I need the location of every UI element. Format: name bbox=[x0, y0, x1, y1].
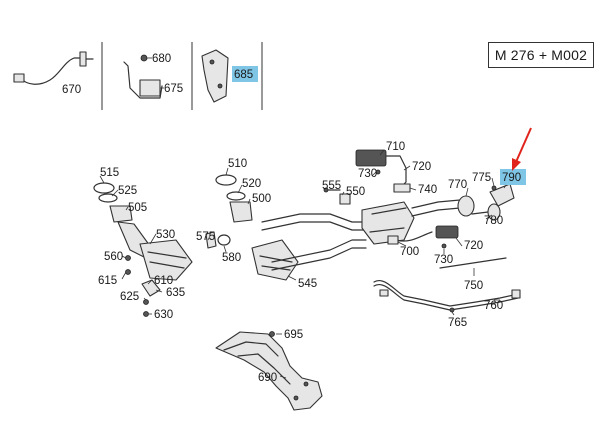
part-label-720-lower[interactable]: 720 bbox=[464, 240, 483, 252]
part-label-515[interactable]: 515 bbox=[100, 167, 119, 179]
leader-lines-top bbox=[371, 149, 417, 191]
part-label-670[interactable]: 670 bbox=[62, 84, 81, 96]
part-label-555[interactable]: 555 bbox=[322, 180, 341, 192]
part-label-780[interactable]: 780 bbox=[484, 215, 503, 227]
part-label-505[interactable]: 505 bbox=[128, 202, 147, 214]
part-label-690[interactable]: 690 bbox=[258, 372, 277, 384]
highlight-790 bbox=[500, 169, 526, 185]
part-label-700[interactable]: 700 bbox=[400, 246, 419, 258]
part-label-510[interactable]: 510 bbox=[228, 158, 247, 170]
inset-panel: 670 680 675 685 bbox=[13, 42, 263, 110]
bracket-assembly-675[interactable] bbox=[123, 54, 164, 99]
part-label-625[interactable]: 625 bbox=[120, 291, 139, 303]
part-label-720[interactable]: 720 bbox=[412, 161, 431, 173]
red-pointer-arrow bbox=[512, 127, 532, 171]
part-label-615[interactable]: 615 bbox=[98, 275, 117, 287]
sensor-control-unit[interactable] bbox=[355, 149, 411, 193]
part-label-740[interactable]: 740 bbox=[418, 184, 437, 196]
part-label-580[interactable]: 580 bbox=[222, 252, 241, 264]
leader-lines-left bbox=[99, 175, 163, 315]
part-label-710[interactable]: 710 bbox=[386, 141, 405, 153]
part-label-790[interactable]: 790 bbox=[502, 172, 521, 184]
leader-lines-main bbox=[341, 191, 345, 196]
cable-harness[interactable] bbox=[373, 257, 521, 313]
highlight-685 bbox=[232, 66, 258, 82]
left-catalyst-assembly[interactable] bbox=[93, 182, 193, 317]
part-label-520[interactable]: 520 bbox=[242, 178, 261, 190]
mounting-bracket-685[interactable] bbox=[201, 49, 229, 103]
part-label-730[interactable]: 730 bbox=[358, 168, 377, 180]
oxygen-sensor-670[interactable] bbox=[13, 51, 94, 85]
leader-lines-lower-sensor bbox=[397, 237, 463, 254]
right-catalyst-assembly[interactable] bbox=[205, 174, 299, 281]
part-label-635[interactable]: 635 bbox=[166, 287, 185, 299]
part-label-730-lower[interactable]: 730 bbox=[434, 254, 453, 266]
part-label-575[interactable]: 575 bbox=[196, 231, 215, 243]
main-exhaust-pipe[interactable] bbox=[261, 187, 461, 271]
part-label-680[interactable]: 680 bbox=[152, 53, 171, 65]
part-label-750[interactable]: 750 bbox=[464, 280, 483, 292]
part-label-775[interactable]: 775 bbox=[472, 172, 491, 184]
part-label-545[interactable]: 545 bbox=[298, 278, 317, 290]
part-label-695[interactable]: 695 bbox=[284, 329, 303, 341]
leader-lines-center bbox=[207, 167, 297, 281]
leader-lines-shield bbox=[276, 333, 287, 379]
leader-lines-cable bbox=[451, 268, 500, 316]
lower-sensor-unit[interactable] bbox=[387, 225, 459, 249]
part-label-525[interactable]: 525 bbox=[118, 185, 137, 197]
part-label-765[interactable]: 765 bbox=[448, 317, 467, 329]
part-label-630[interactable]: 630 bbox=[154, 309, 173, 321]
part-label-760[interactable]: 760 bbox=[484, 300, 503, 312]
part-label-610[interactable]: 610 bbox=[154, 275, 173, 287]
part-label-560[interactable]: 560 bbox=[104, 251, 123, 263]
part-label-500[interactable]: 500 bbox=[252, 193, 271, 205]
model-code-box: M 276 + M002 bbox=[488, 42, 594, 68]
part-label-675[interactable]: 675 bbox=[164, 83, 183, 95]
part-label-770[interactable]: 770 bbox=[448, 179, 467, 191]
part-label-530[interactable]: 530 bbox=[156, 229, 175, 241]
part-label-685[interactable]: 685 bbox=[234, 69, 253, 81]
heat-shield-assembly[interactable] bbox=[215, 331, 323, 411]
part-label-550[interactable]: 550 bbox=[346, 186, 365, 198]
